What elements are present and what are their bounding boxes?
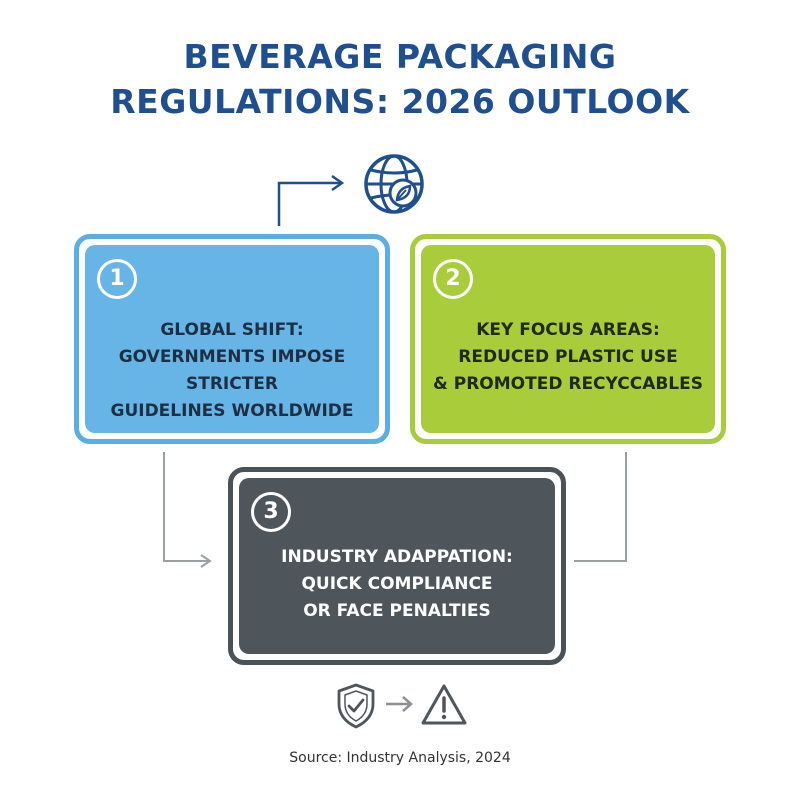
shield-check-icon — [337, 683, 375, 729]
step-card-1-text: GLOBAL SHIFT: GOVERNMENTS IMPOSE STRICTE… — [79, 317, 385, 425]
step-number-3: 3 — [251, 492, 291, 532]
step-number-1: 1 — [97, 259, 137, 299]
connector-to-globe-arrowhead — [331, 174, 345, 192]
step-card-2-text: KEY FOCUS AREAS: REDUCED PLASTIC USE & P… — [415, 317, 721, 398]
page-title: BEVERAGE PACKAGING REGULATIONS: 2026 OUT… — [0, 34, 800, 124]
step-card-2-line-3: & PROMOTED RECYCCABLES — [433, 374, 703, 394]
arrow-right-icon — [386, 696, 413, 712]
step-card-3-heading: INDUSTRY ADAPPATION: — [281, 547, 513, 567]
step-card-1-line-3: GUIDELINES WORLDWIDE — [110, 401, 354, 421]
title-line-2: REGULATIONS: 2026 OUTLOOK — [110, 82, 690, 121]
step-card-3: 3 INDUSTRY ADAPPATION: QUICK COMPLIANCE … — [228, 467, 566, 665]
step-card-3-line-3: OR FACE PENALTIES — [303, 601, 491, 621]
connector-card1-to-card3 — [163, 452, 208, 562]
step-card-3-text: INDUSTRY ADAPPATION: QUICK COMPLIANCE OR… — [233, 544, 561, 625]
step-card-1-heading: GLOBAL SHIFT: — [160, 320, 304, 340]
step-card-2: 2 KEY FOCUS AREAS: REDUCED PLASTIC USE &… — [410, 234, 726, 444]
step-card-1: 1 GLOBAL SHIFT: GOVERNMENTS IMPOSE STRIC… — [74, 234, 390, 444]
warning-triangle-icon — [421, 684, 467, 725]
globe-leaf-icon — [364, 154, 424, 214]
connector-card1-to-card3-arrowhead — [200, 554, 212, 568]
source-note: Source: Industry Analysis, 2024 — [289, 750, 511, 766]
step-card-1-line-2: GOVERNMENTS IMPOSE STRICTER — [118, 347, 346, 394]
step-card-2-line-2: REDUCED PLASTIC USE — [458, 347, 678, 367]
connector-to-globe — [277, 181, 340, 226]
step-number-2: 2 — [433, 259, 473, 299]
step-card-2-heading: KEY FOCUS AREAS: — [476, 320, 660, 340]
connector-card2-to-card3 — [574, 452, 627, 562]
title-line-1: BEVERAGE PACKAGING — [183, 37, 617, 76]
step-card-3-fill — [239, 478, 555, 654]
step-card-3-line-2: QUICK COMPLIANCE — [301, 574, 493, 594]
